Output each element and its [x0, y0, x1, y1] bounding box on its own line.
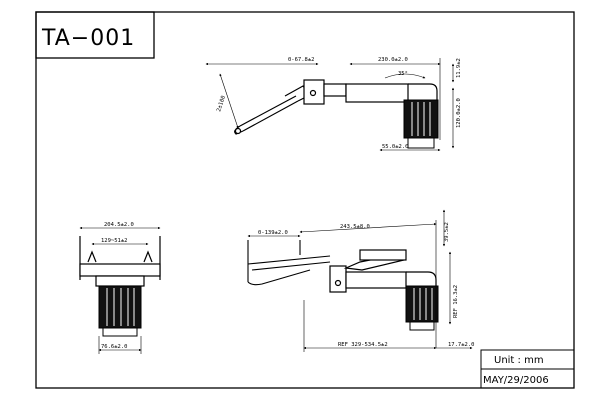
- dim-side-right-small: 39.5±2: [444, 222, 450, 242]
- dim-side-right-ref: REF 16.3±2: [453, 285, 459, 318]
- drawing-id: TA−001: [41, 26, 135, 51]
- dim-side-arm-length: 243.5±8.0: [340, 224, 370, 230]
- left-view: [79, 226, 161, 354]
- top-connector: [403, 99, 439, 149]
- dim-side-right-width: 17.7±2.0: [448, 342, 475, 348]
- top-dimension-lines: [205, 58, 455, 152]
- side-dimension-lines: [247, 209, 473, 352]
- drawing-id-box: TA−001: [35, 11, 155, 59]
- dim-top-body-height: 120.0±2.0: [456, 98, 462, 128]
- dim-top-left-slant: 2±100: [216, 95, 227, 113]
- top-view: [205, 58, 455, 152]
- date-label: MAY/29/2006: [483, 375, 549, 386]
- dim-side-arm-offset: 0-139±2.0: [258, 230, 288, 236]
- side-hinge: [329, 249, 407, 293]
- dim-top-angle: 35°: [398, 71, 408, 77]
- title-block: Unit : mm MAY/29/2006: [480, 349, 575, 389]
- dim-top-right-small: 11.9±2: [456, 58, 462, 78]
- dim-top-arm-length: 230.0±2.0: [378, 57, 408, 63]
- dim-left-inner-width: 129~51±2: [101, 238, 128, 244]
- drawing-border: [35, 11, 575, 389]
- top-arm: [234, 85, 311, 135]
- left-connector: [98, 285, 142, 337]
- side-view: [247, 209, 473, 352]
- top-hinge: [303, 79, 347, 105]
- left-bracket: [79, 236, 161, 287]
- dim-side-ref-total: REF 329-534.5±2: [338, 342, 388, 348]
- left-dimension-lines: [79, 226, 161, 354]
- side-connector: [405, 285, 439, 331]
- dim-top-bottom-width: 55.0±2.0: [382, 144, 409, 150]
- dim-left-top-width: 204.5±2.0: [104, 222, 134, 228]
- unit-label: Unit : mm: [494, 355, 544, 366]
- side-arm: [247, 240, 331, 286]
- dim-top-arm-offset: 0-67.8±2: [288, 57, 315, 63]
- dim-left-base-width: 76.6±2.0: [101, 344, 128, 350]
- top-body: [345, 83, 438, 103]
